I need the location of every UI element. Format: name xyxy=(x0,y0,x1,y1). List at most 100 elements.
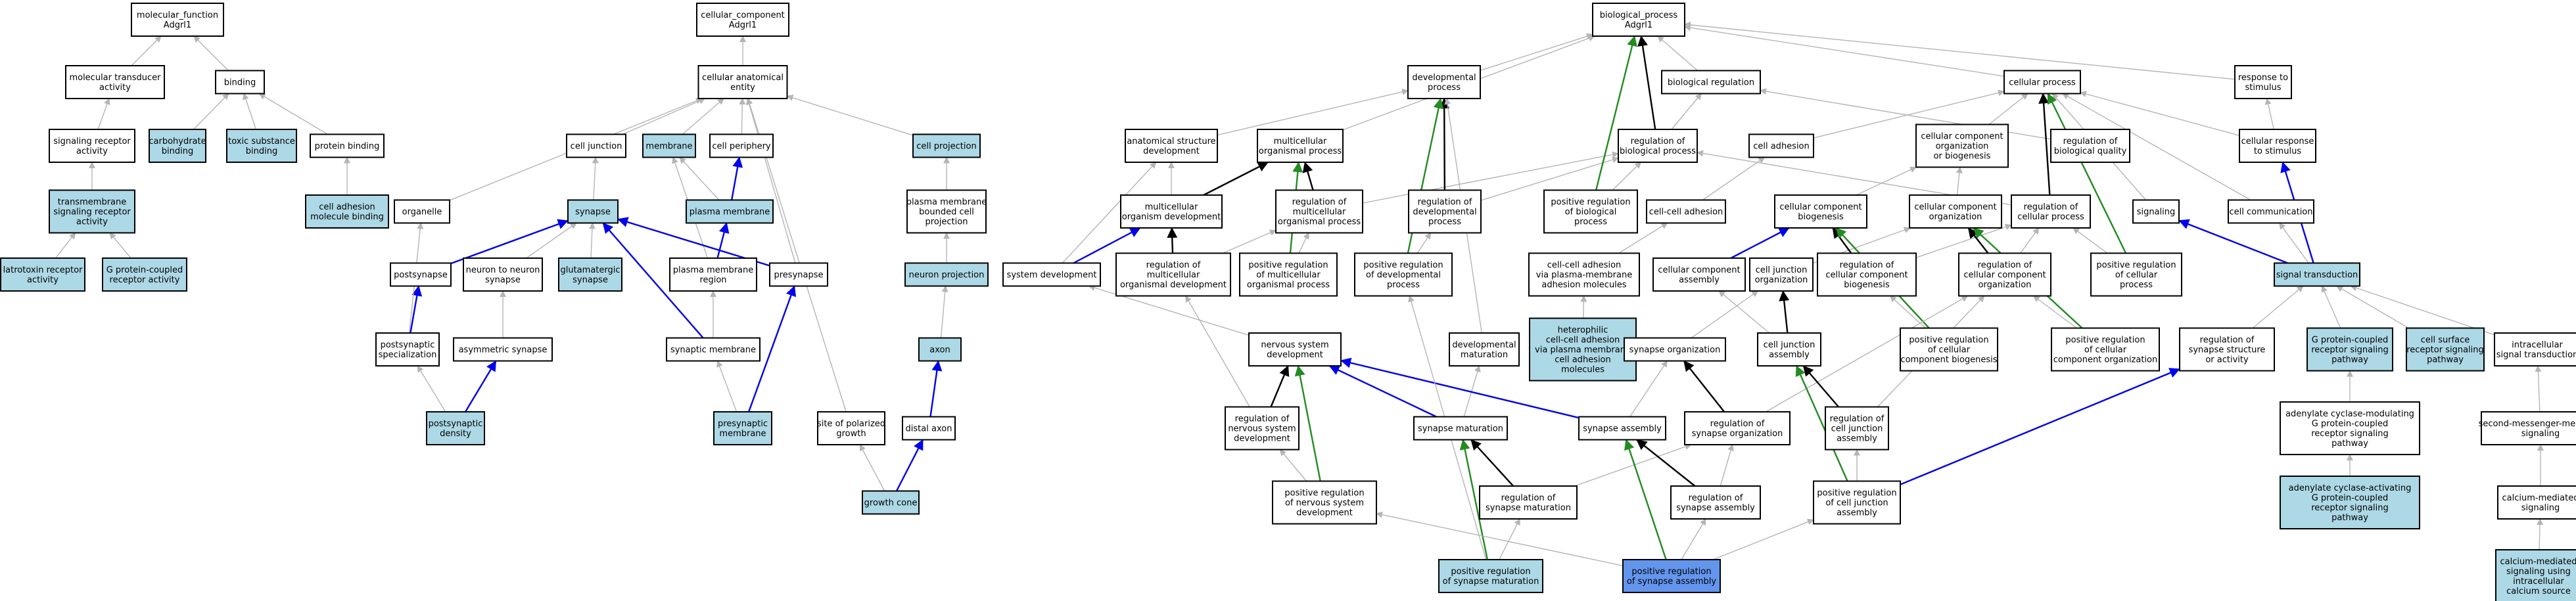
node-pb[interactable]: protein binding xyxy=(310,133,385,158)
node-cj[interactable]: cell junction xyxy=(566,133,626,158)
node-synass[interactable]: synapse assembly xyxy=(1578,416,1666,441)
node-gcone[interactable]: growth cone xyxy=(862,490,920,515)
node-posts[interactable]: postsynapse xyxy=(390,262,452,287)
node-synorg[interactable]: synapse organization xyxy=(1624,337,1726,362)
node-mem[interactable]: membrane xyxy=(642,133,696,158)
node-st[interactable]: signal transduction xyxy=(2274,262,2360,287)
node-org[interactable]: organelle xyxy=(394,199,450,224)
node-pres[interactable]: presynapse xyxy=(769,262,828,287)
node-label: receptor signaling xyxy=(2406,345,2484,355)
node-bind[interactable]: binding xyxy=(215,70,265,95)
node-cproj[interactable]: cell projection xyxy=(912,133,981,158)
node-syn[interactable]: synapse xyxy=(567,199,619,224)
node-cadhp[interactable]: cell adhesion xyxy=(1748,133,1814,158)
node-nproj[interactable]: neuron projection xyxy=(904,262,989,287)
edge-prsa-is_a-prcja xyxy=(1712,518,1814,560)
node-ccom[interactable]: cell communication xyxy=(2228,199,2314,224)
node-cca[interactable]: cell-cell adhesion xyxy=(1646,199,1726,224)
node-pm[interactable]: plasma membrane xyxy=(686,199,774,224)
node-breg[interactable]: biological regulation xyxy=(1661,70,1761,95)
node-sysd[interactable]: system development xyxy=(1002,262,1101,287)
node-sig[interactable]: signaling xyxy=(2132,199,2180,224)
node-asym[interactable]: asymmetric synapse xyxy=(453,337,553,362)
node-box xyxy=(1578,416,1666,441)
node-axon[interactable]: axon xyxy=(918,337,962,362)
node-synmat[interactable]: synapse maturation xyxy=(1413,416,1508,441)
node-dax[interactable]: distal axon xyxy=(902,416,956,441)
node-cellp[interactable]: cellular process xyxy=(2003,70,2081,95)
node-synm[interactable]: synaptic membrane xyxy=(666,337,761,362)
node-cper[interactable]: cell periphery xyxy=(709,133,774,158)
node-label: cell junction xyxy=(571,142,622,152)
